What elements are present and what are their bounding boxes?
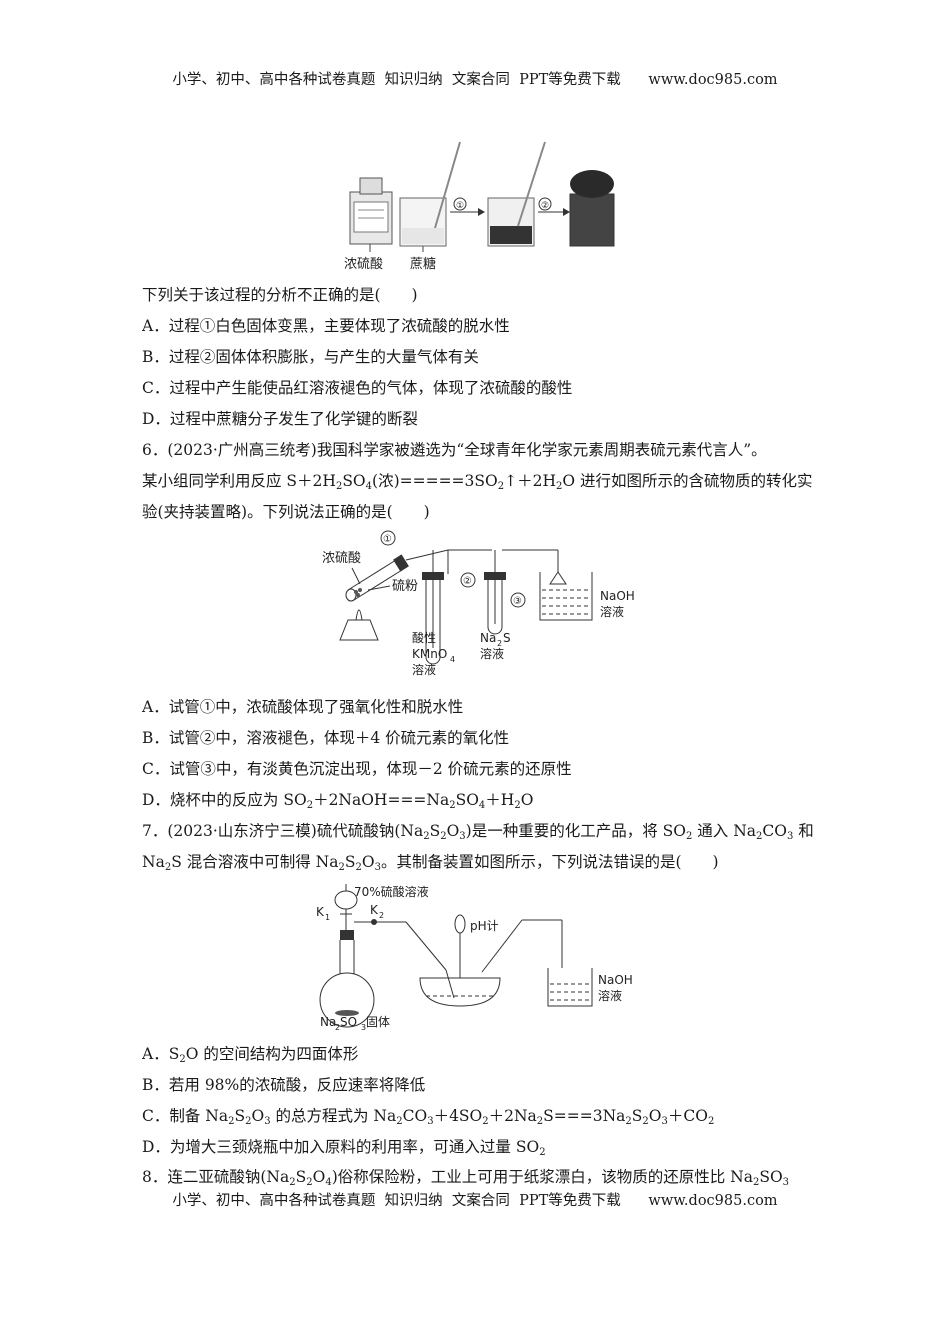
svg-text:2: 2	[379, 911, 384, 920]
naoh-beaker	[539, 550, 593, 621]
svg-text:1: 1	[325, 913, 330, 922]
step2-label: ②	[541, 201, 549, 211]
q7-line1: 7．(2023·山东济宁三模)硫代硫酸钠(Na2S2O3)是一种重要的化工产品，…	[142, 822, 814, 842]
q7-option-c: C．制备 Na2S2O3 的总方程式为 Na2CO3＋4SO2＋2Na2S===…	[142, 1107, 715, 1127]
q7-option-b: B．若用 98%的浓硫酸，反应速率将降低	[142, 1076, 426, 1094]
naoh-beaker-2	[547, 968, 593, 1007]
q6-line2: 某小组同学利用反应 S＋2H2SO4(浓)=====3SO2↑＋2H2O 进行如…	[142, 472, 813, 492]
page-header: 小学、初中、高中各种试卷真题 知识归纳 文案合同 PPT等免费下载 www.do…	[172, 72, 778, 88]
label-tube2-l3: 溶液	[412, 662, 436, 677]
figure-thiosulfate-apparatus: 70%硫酸溶液 K 1 K 2 Na 2 SO 3 固体 pH计 NaOH 溶液	[316, 884, 633, 1032]
label-naoh-sol-2: 溶液	[598, 988, 622, 1003]
q5-option-c: C．过程中产生能使品红溶液褪色的气体，体现了浓硫酸的酸性	[142, 379, 573, 397]
svg-text:SO: SO	[340, 1015, 357, 1029]
label-k1: K	[316, 905, 325, 919]
three-neck-flask	[419, 914, 501, 1007]
label-naoh: NaOH	[600, 589, 635, 603]
label-n1: ①	[383, 534, 392, 545]
q6-option-b: B．试管②中，溶液褪色，体现＋4 价硫元素的氧化性	[142, 729, 510, 747]
test-tube-2	[422, 550, 444, 665]
label-tube2-l2: KMnO	[412, 647, 447, 661]
q6-option-a: A．试管①中，浓硫酸体现了强氧化性和脱水性	[142, 698, 464, 716]
q7-line2: Na2S 混合溶液中可制得 Na2S2O3。其制备装置如图所示，下列说法错误的是…	[142, 853, 719, 873]
label-conc-acid-2: 浓硫酸	[322, 551, 361, 566]
test-tube-1	[345, 554, 409, 602]
label-naoh-sol: 溶液	[600, 604, 624, 619]
svg-text:4: 4	[450, 655, 455, 664]
svg-text:S: S	[503, 631, 511, 645]
label-naoh-2: NaOH	[598, 973, 633, 987]
label-ph-meter: pH计	[470, 919, 499, 933]
label-sulfur: 硫粉	[392, 579, 418, 594]
label-solid-c: 固体	[366, 1015, 390, 1029]
label-conc-acid: 浓硫酸	[344, 257, 383, 272]
q5-stem: 下列关于该过程的分析不正确的是( )	[142, 286, 418, 304]
label-n2: ②	[463, 576, 472, 587]
figure-sulfur-apparatus: 浓硫酸 硫粉 ① ② 酸性 KMnO 4 溶液 ③ Na 2 S 溶液 NaOH…	[322, 530, 635, 677]
label-sugar: 蔗糖	[410, 256, 436, 272]
svg-text:3: 3	[361, 1023, 366, 1032]
label-tube3-l1: Na	[480, 631, 496, 645]
q7-option-d: D．为增大三颈烧瓶中加入原料的利用率，可通入过量 SO2	[142, 1138, 546, 1158]
label-tube2-l1: 酸性	[412, 630, 436, 645]
q8-line: 8．连二亚硫酸钠(Na2S2O4)俗称保险粉，工业上可用于纸浆漂白，该物质的还原…	[142, 1168, 790, 1188]
step1-label: ①	[456, 201, 464, 211]
beaker-expanded	[569, 193, 615, 247]
label-k2: K	[370, 903, 379, 917]
q6-line3: 验(夹持装置略)。下列说法正确的是( )	[142, 503, 430, 521]
q6-option-c: C．试管③中，有淡黄色沉淀出现，体现－2 价硫元素的还原性	[142, 760, 572, 778]
q6-line1: 6．(2023·广州高三统考)我国科学家被遴选为“全球青年化学家元素周期表硫元素…	[142, 441, 767, 459]
q7-option-a: A．S2O 的空间结构为四面体形	[142, 1045, 359, 1065]
q5-option-b: B．过程②固体体积膨胀，与产生的大量气体有关	[142, 348, 479, 366]
label-n3: ③	[513, 596, 522, 607]
round-flask	[319, 940, 375, 1028]
svg-text:2: 2	[335, 1023, 340, 1032]
q5-option-d: D．过程中蔗糖分子发生了化学键的断裂	[142, 410, 418, 428]
label-acid-70: 70%硫酸溶液	[354, 884, 429, 899]
label-solid-a: Na	[320, 1015, 336, 1029]
q5-option-a: A．过程①白色固体变黑，主要体现了浓硫酸的脱水性	[142, 317, 510, 335]
figure-sugar-dehydration: ① ② 浓硫酸 蔗糖	[344, 141, 615, 272]
page-footer: 小学、初中、高中各种试卷真题 知识归纳 文案合同 PPT等免费下载 www.do…	[172, 1193, 778, 1209]
svg-text:2: 2	[497, 639, 502, 648]
test-tube-3	[484, 550, 506, 635]
label-tube3-l2: 溶液	[480, 646, 504, 661]
q6-option-d: D．烧杯中的反应为 SO2＋2NaOH===Na2SO4＋H2O	[142, 791, 534, 811]
dropping-funnel	[334, 884, 358, 940]
